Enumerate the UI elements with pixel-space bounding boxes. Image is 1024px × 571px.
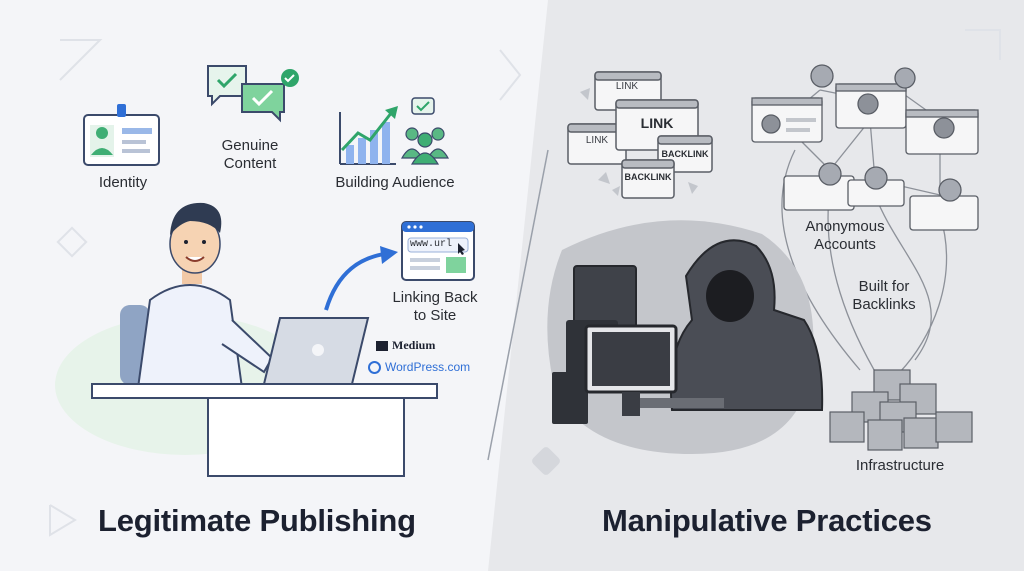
id-badge-icon: [83, 104, 160, 166]
medium-logo: [376, 340, 388, 351]
linking-back-label: Linking Back to Site: [392, 289, 478, 324]
link-card-3-label: LINK: [640, 115, 674, 131]
divider-line: [487, 149, 549, 461]
building-audience-label: Building Audience: [335, 174, 455, 191]
medium-brand: Medium: [376, 338, 435, 353]
link-cards: [567, 71, 713, 199]
link-card-1-label: LINK: [615, 81, 639, 92]
link-card-2-label: LINK: [585, 135, 609, 146]
wordpress-logo: [368, 360, 381, 374]
medium-label: Medium: [392, 338, 436, 352]
link-card-4-label: BACKLINK: [661, 149, 709, 159]
person-at-laptop: [120, 202, 274, 389]
link-card-5-label: BACKLINK: [624, 172, 672, 182]
wordpress-label: WordPress.com: [385, 360, 471, 374]
growth-chart-icon: [339, 97, 450, 165]
desk: [91, 383, 438, 477]
url-text: www.url: [410, 239, 453, 250]
genuine-content-label: Genuine Content: [221, 137, 279, 172]
infrastructure-cubes: [829, 369, 973, 451]
chat-check-icon: [207, 65, 299, 123]
identity-label: Identity: [98, 174, 148, 191]
built-for-backlinks-label: Built for Backlinks: [852, 278, 916, 313]
wordpress-brand: WordPress.com: [368, 360, 470, 374]
hacker-figure: [552, 239, 824, 424]
debris-shapes: [580, 88, 698, 196]
browser-url-icon: [401, 221, 475, 281]
infrastructure-label: Infrastructure: [855, 457, 945, 474]
decor-shapes: [49, 29, 1001, 537]
arrow-curve-icon: [324, 252, 385, 311]
anonymous-accounts-label: Anonymous Accounts: [805, 218, 885, 253]
laptop: [262, 317, 370, 385]
left-heading: Legitimate Publishing: [98, 503, 416, 538]
account-cards: [751, 64, 979, 231]
right-heading: Manipulative Practices: [602, 503, 932, 538]
